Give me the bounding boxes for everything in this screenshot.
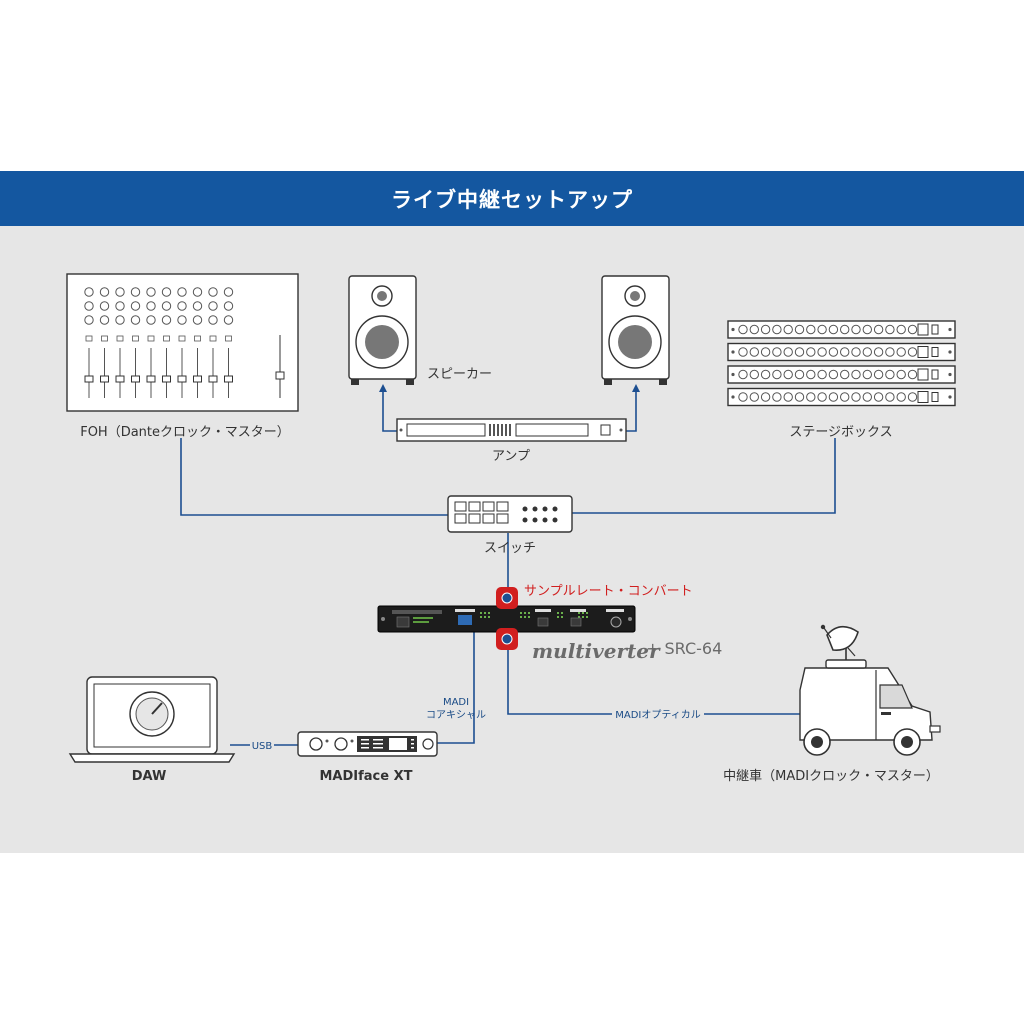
stagebox-stack: [727, 320, 956, 407]
amp-label: アンプ: [492, 449, 530, 464]
daw-label: DAW: [132, 769, 167, 784]
multiverter-brand: multiverter: [532, 639, 661, 663]
ob-van-label: 中継車（MADIクロック・マスター）: [723, 769, 939, 784]
amp: [396, 418, 627, 442]
foh-console: [66, 273, 299, 412]
src-convert-label: サンプルレート・コンバート: [524, 584, 693, 599]
console-faders: [84, 335, 233, 398]
network-switch: [447, 495, 573, 533]
daw-laptop: [68, 676, 236, 763]
stagebox-label: ステージボックス: [789, 425, 892, 440]
usb-label: USB: [252, 741, 273, 752]
madi-optical-label: MADIオプティカル: [615, 709, 701, 721]
line-madi-coax: [437, 632, 475, 744]
foh-label: FOH（Danteクロック・マスター）: [80, 425, 290, 440]
speaker-right: [601, 275, 670, 385]
multiverter-device: [377, 587, 636, 650]
console-knobs: [84, 287, 234, 325]
speaker-label: スピーカー: [427, 367, 492, 382]
madiface-xt: [297, 731, 438, 757]
madiface-label: MADIface XT: [320, 769, 413, 784]
line-foh-switch: [180, 438, 448, 516]
line-amp-speaker-right: [626, 384, 640, 432]
multiverter-model: + SRC-64: [646, 639, 722, 658]
switch-label: スイッチ: [484, 541, 536, 556]
madi-coax-label-1: MADI: [443, 697, 469, 708]
speaker-left: [348, 275, 417, 385]
madi-coax-label-2: コアキシャル: [426, 710, 486, 721]
line-stagebox-switch: [572, 438, 836, 514]
page-title: ライブ中継セットアップ: [0, 171, 1024, 226]
ob-van: [799, 624, 941, 756]
line-amp-speaker-left: [379, 384, 397, 432]
